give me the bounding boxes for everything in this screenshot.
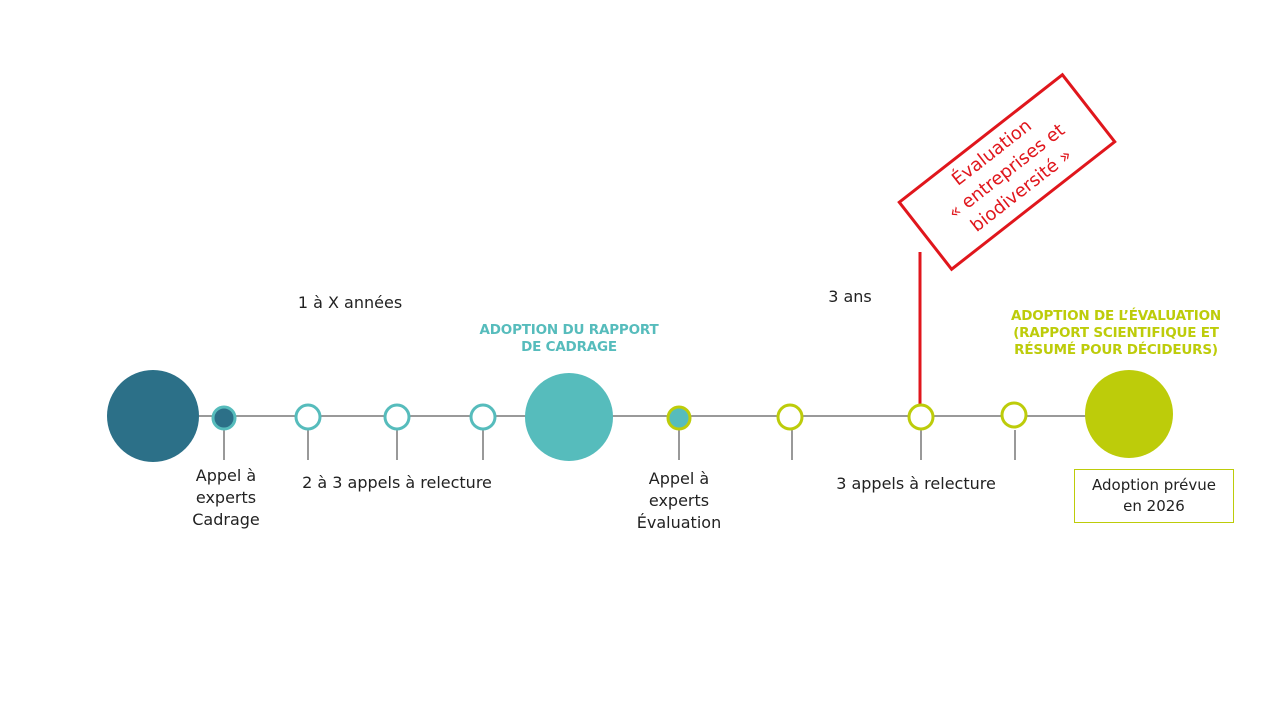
heading-line: ADOPTION DU RAPPORT	[479, 322, 659, 338]
node-assessment-adoption	[1085, 370, 1173, 458]
heading-scoping-adoption: ADOPTION DU RAPPORT DE CADRAGE	[459, 322, 679, 356]
period-label-assessment: 3 ans	[828, 287, 872, 306]
node-review	[776, 403, 804, 431]
heading-line: (RAPPORT SCIENTIFIQUE ET	[1013, 325, 1219, 341]
label-line: experts	[648, 491, 710, 510]
period-label-scoping: 1 à X années	[297, 293, 403, 312]
node-review	[1000, 401, 1028, 429]
heading-line: RÉSUMÉ POUR DÉCIDEURS)	[1014, 342, 1218, 358]
node-scoping-adoption	[525, 373, 613, 461]
label-line: Appel à	[195, 466, 257, 485]
node-review	[907, 403, 935, 431]
node-review	[294, 403, 322, 431]
node-call-experts-assessment	[666, 405, 692, 431]
label-call-experts-assessment: Appel à experts Évaluation	[623, 468, 735, 534]
heading-assessment-adoption: ADOPTION DE L’ÉVALUATION (RAPPORT SCIENT…	[996, 308, 1236, 359]
box-line: en 2026	[1123, 497, 1185, 515]
start-node	[107, 370, 199, 462]
label-call-experts-scoping: Appel à experts Cadrage	[176, 465, 276, 531]
planned-adoption-box: Adoption prévue en 2026	[1074, 469, 1234, 523]
label-line: Appel à	[648, 469, 710, 488]
heading-line: ADOPTION DE L’ÉVALUATION	[1011, 308, 1221, 324]
label-review-calls-assessment: 3 appels à relecture	[836, 474, 996, 493]
label-line: Évaluation	[636, 513, 722, 532]
label-line: Cadrage	[192, 510, 260, 529]
node-call-experts-scoping	[211, 405, 237, 431]
label-review-calls-scoping: 2 à 3 appels à relecture	[302, 473, 492, 492]
label-line: experts	[195, 488, 257, 507]
box-line: Adoption prévue	[1092, 476, 1216, 494]
node-review	[469, 403, 497, 431]
heading-line: DE CADRAGE	[521, 339, 617, 355]
node-review	[383, 403, 411, 431]
